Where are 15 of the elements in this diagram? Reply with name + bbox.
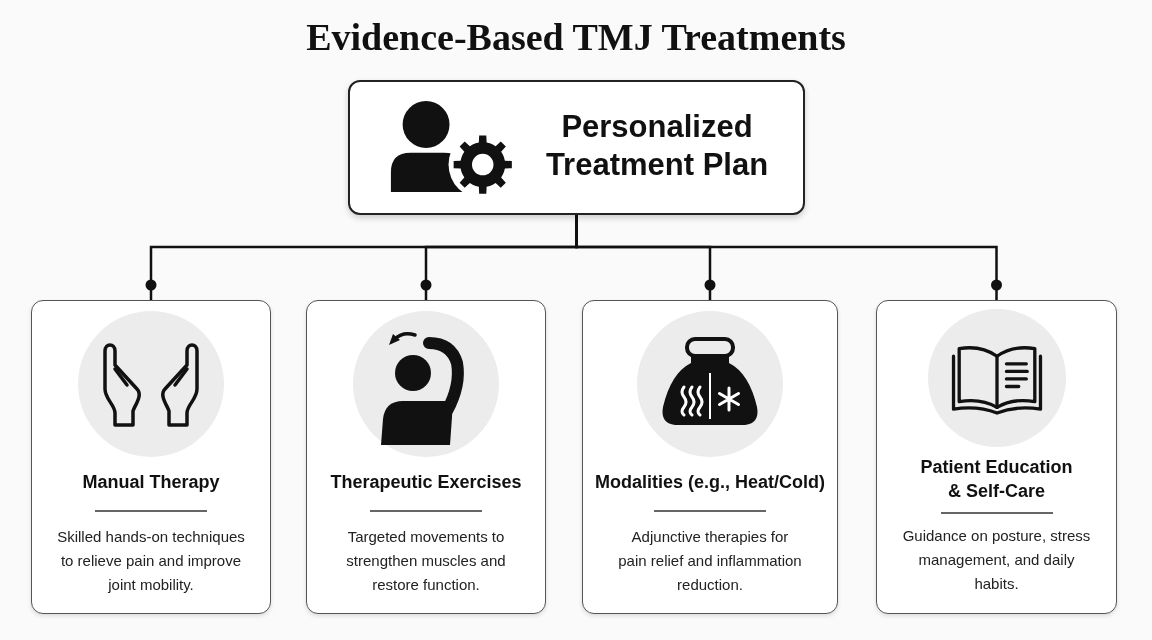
card-description: Targeted movements to strengthen muscles and restore function. bbox=[345, 526, 507, 595]
card-description: Adjunctive therapies for pain relief and inflammation reduction. bbox=[617, 526, 803, 595]
treatment-card bbox=[582, 300, 838, 614]
treatment-card bbox=[306, 300, 546, 614]
card-heading: Patient Education & Self-Care bbox=[919, 456, 1074, 503]
card-description: Skilled hands-on techniques to relieve pain and improve joint mobility. bbox=[56, 526, 246, 595]
card-heading: Modalities (e.g., Heat/Cold) bbox=[595, 471, 825, 494]
plan-title: Personalized Treatment Plan bbox=[544, 108, 770, 184]
diagram-title: Evidence-Based TMJ Treatments bbox=[305, 15, 847, 60]
card-heading: Manual Therapy bbox=[82, 471, 220, 494]
treatment-card bbox=[876, 300, 1117, 614]
card-description: Guidance on posture, stress management, and daily habits. bbox=[901, 525, 1092, 594]
treatment-card bbox=[31, 300, 271, 614]
card-heading: Therapeutic Exercises bbox=[330, 471, 522, 494]
plan-box bbox=[348, 80, 805, 215]
